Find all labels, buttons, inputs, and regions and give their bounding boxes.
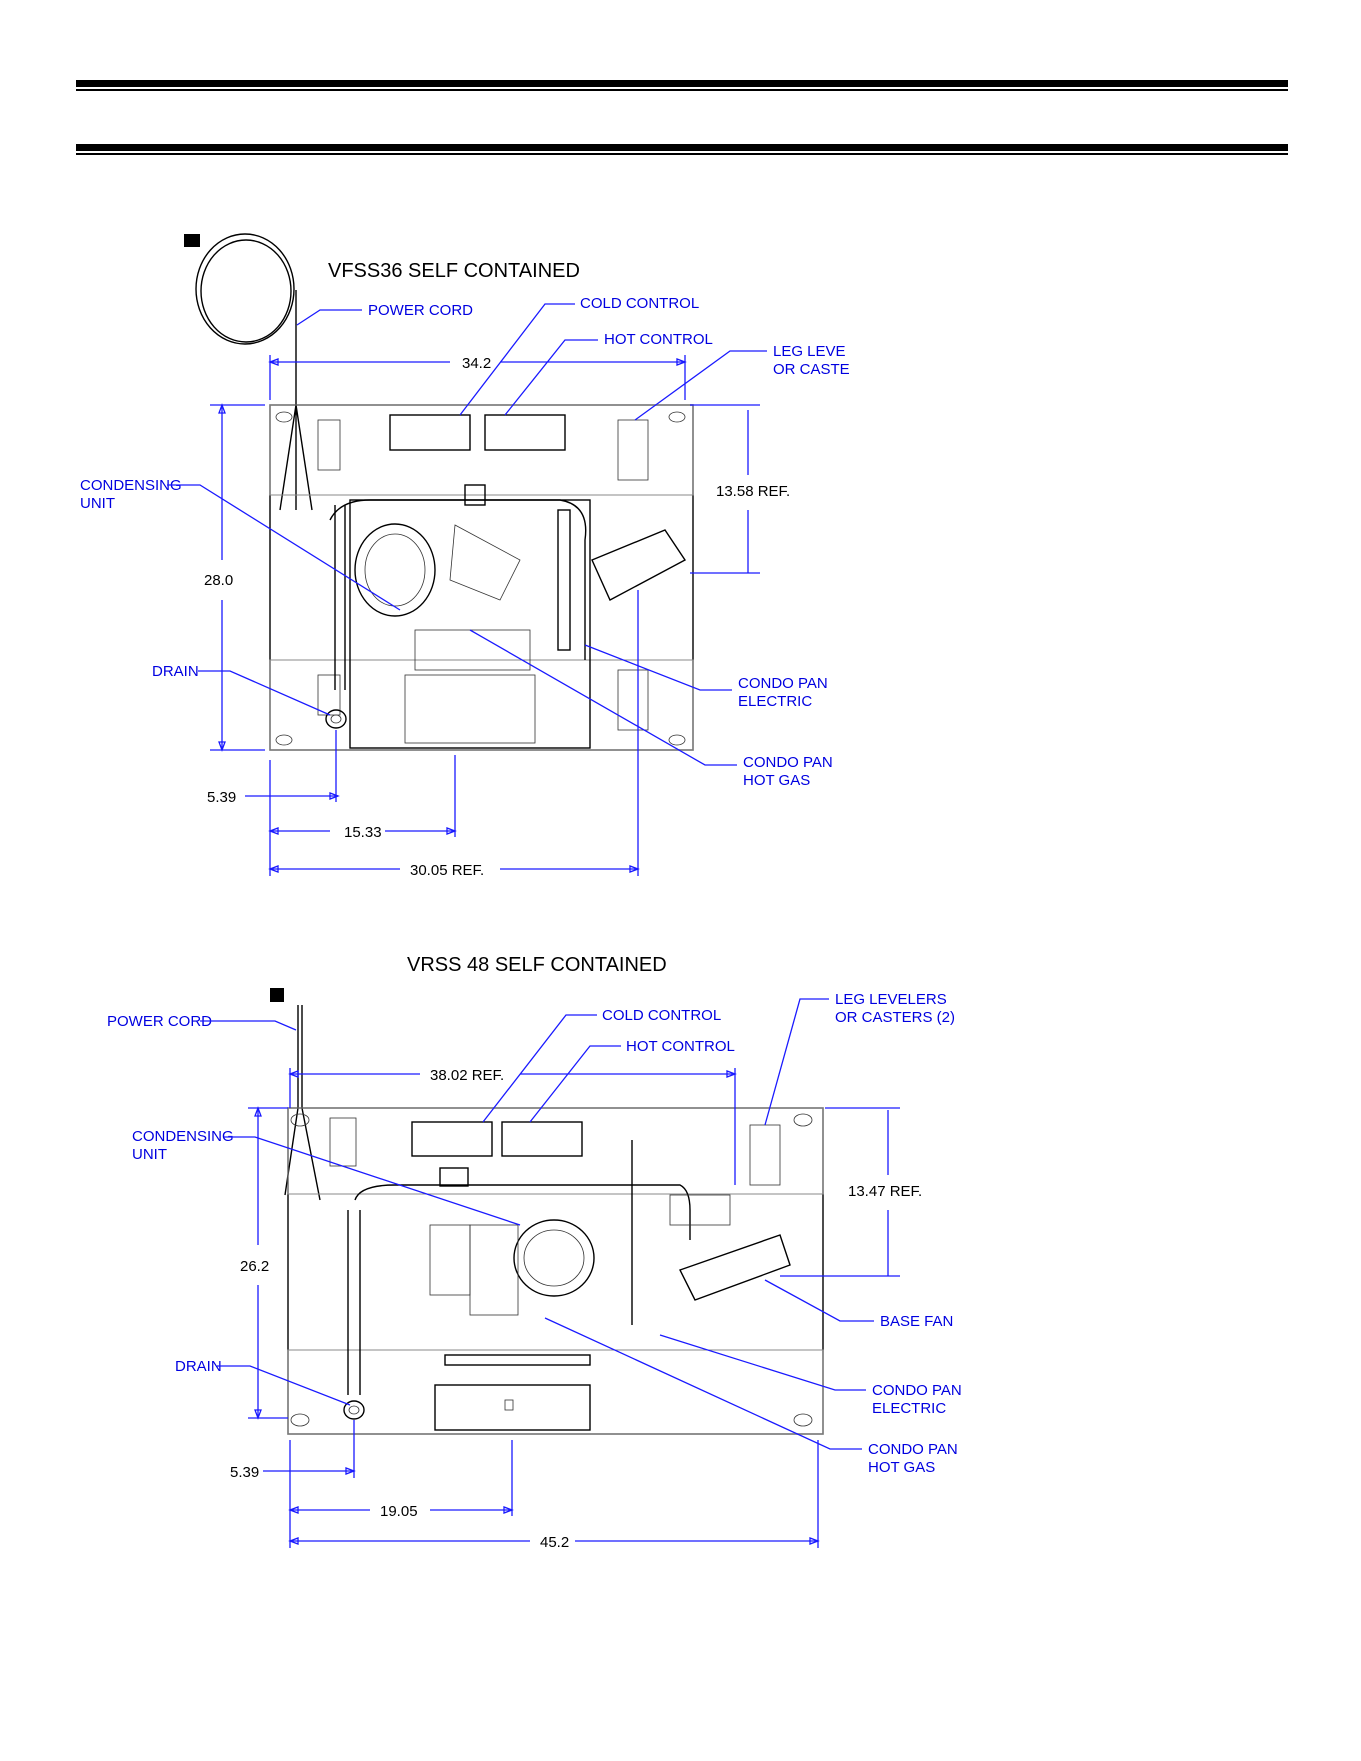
label-power-cord-2: POWER CORD <box>107 1013 212 1030</box>
label-base-fan-2: BASE FAN <box>880 1313 953 1330</box>
plug-icon-2 <box>270 988 284 1002</box>
unit-base-outline-2 <box>287 1107 824 1435</box>
diagram-1-dimensions: 34.2 28.0 13.58 REF. 5.39 15.33 30.05 RE… <box>204 355 790 879</box>
dim-width-1: 34.2 <box>462 355 491 372</box>
label-condensing-1b: UNIT <box>80 495 115 512</box>
diagram-2-callouts: POWER CORD COLD CONTROL HOT CONTROL LEG … <box>107 991 962 1476</box>
label-condo-hot-2b: HOT GAS <box>868 1459 935 1476</box>
header-rule-bottom-thin <box>76 153 1288 155</box>
label-condensing-1a: CONDENSING <box>80 477 182 494</box>
diagram-2-dimensions: 38.02 REF. 26.2 13.47 REF. 5.39 19.05 45… <box>230 1067 922 1551</box>
header-rule-bottom-thick <box>76 144 1288 151</box>
diagram-1-callouts: POWER CORD COLD CONTROL HOT CONTROL LEG … <box>80 295 850 789</box>
condo-pan-drawing-2 <box>679 1234 791 1301</box>
dim-center-offset-1: 15.33 <box>344 824 382 841</box>
header-rule-top-thick <box>76 80 1288 87</box>
label-condo-hot-1b: HOT GAS <box>743 772 810 789</box>
dim-overall-2: 45.2 <box>540 1534 569 1551</box>
diagram-vfss36: VFSS36 SELF CONTAINED <box>80 233 850 879</box>
label-condo-electric-2a: CONDO PAN <box>872 1382 962 1399</box>
power-cord-drawing-2 <box>270 988 321 1201</box>
label-condensing-2b: UNIT <box>132 1146 167 1163</box>
condensing-unit-drawing <box>325 484 687 749</box>
drain-fitting-1 <box>325 709 347 729</box>
label-condo-electric-1a: CONDO PAN <box>738 675 828 692</box>
condensing-unit-drawing-2 <box>343 1140 791 1431</box>
unit-base-outline <box>269 404 694 751</box>
diagram-vrss48: VRSS 48 SELF CONTAINED <box>107 954 962 1551</box>
label-drain-2: DRAIN <box>175 1358 222 1375</box>
dim-depth-ref-1: 13.58 REF. <box>716 483 790 500</box>
condo-pan-drawing-1 <box>591 529 687 601</box>
label-hot-control-2: HOT CONTROL <box>626 1038 735 1055</box>
label-hot-control-1: HOT CONTROL <box>604 331 713 348</box>
diagram-1-title: VFSS36 SELF CONTAINED <box>328 260 580 282</box>
dim-drain-offset-1: 5.39 <box>207 789 236 806</box>
label-condo-electric-2b: ELECTRIC <box>872 1400 946 1417</box>
label-leg-levelers-2a: LEG LEVELERS <box>835 991 947 1008</box>
dim-height-2: 26.2 <box>240 1258 269 1275</box>
label-leg-levelers-1a: LEG LEVE <box>773 343 846 360</box>
label-leg-levelers-1b: OR CASTE <box>773 361 850 378</box>
label-condensing-2a: CONDENSING <box>132 1128 234 1145</box>
power-cord-drawing <box>184 233 313 511</box>
label-power-cord-1: POWER CORD <box>368 302 473 319</box>
label-cold-control-2: COLD CONTROL <box>602 1007 721 1024</box>
dim-center-offset-2: 19.05 <box>380 1503 418 1520</box>
plug-icon <box>184 234 200 247</box>
label-cold-control-1: COLD CONTROL <box>580 295 699 312</box>
label-condo-hot-2a: CONDO PAN <box>868 1441 958 1458</box>
header-rule-top-thin <box>76 89 1288 91</box>
label-condo-electric-1b: ELECTRIC <box>738 693 812 710</box>
label-leg-levelers-2b: OR CASTERS (2) <box>835 1009 955 1026</box>
dim-drain-offset-2: 5.39 <box>230 1464 259 1481</box>
label-drain-1: DRAIN <box>152 663 199 680</box>
dim-overall-ref-1: 30.05 REF. <box>410 862 484 879</box>
label-condo-hot-1a: CONDO PAN <box>743 754 833 771</box>
diagram-2-title: VRSS 48 SELF CONTAINED <box>407 954 667 976</box>
dim-width-ref-2: 38.02 REF. <box>430 1067 504 1084</box>
drain-fitting-2 <box>343 1400 365 1420</box>
dim-height-1: 28.0 <box>204 572 233 589</box>
dim-depth-ref-2: 13.47 REF. <box>848 1183 922 1200</box>
